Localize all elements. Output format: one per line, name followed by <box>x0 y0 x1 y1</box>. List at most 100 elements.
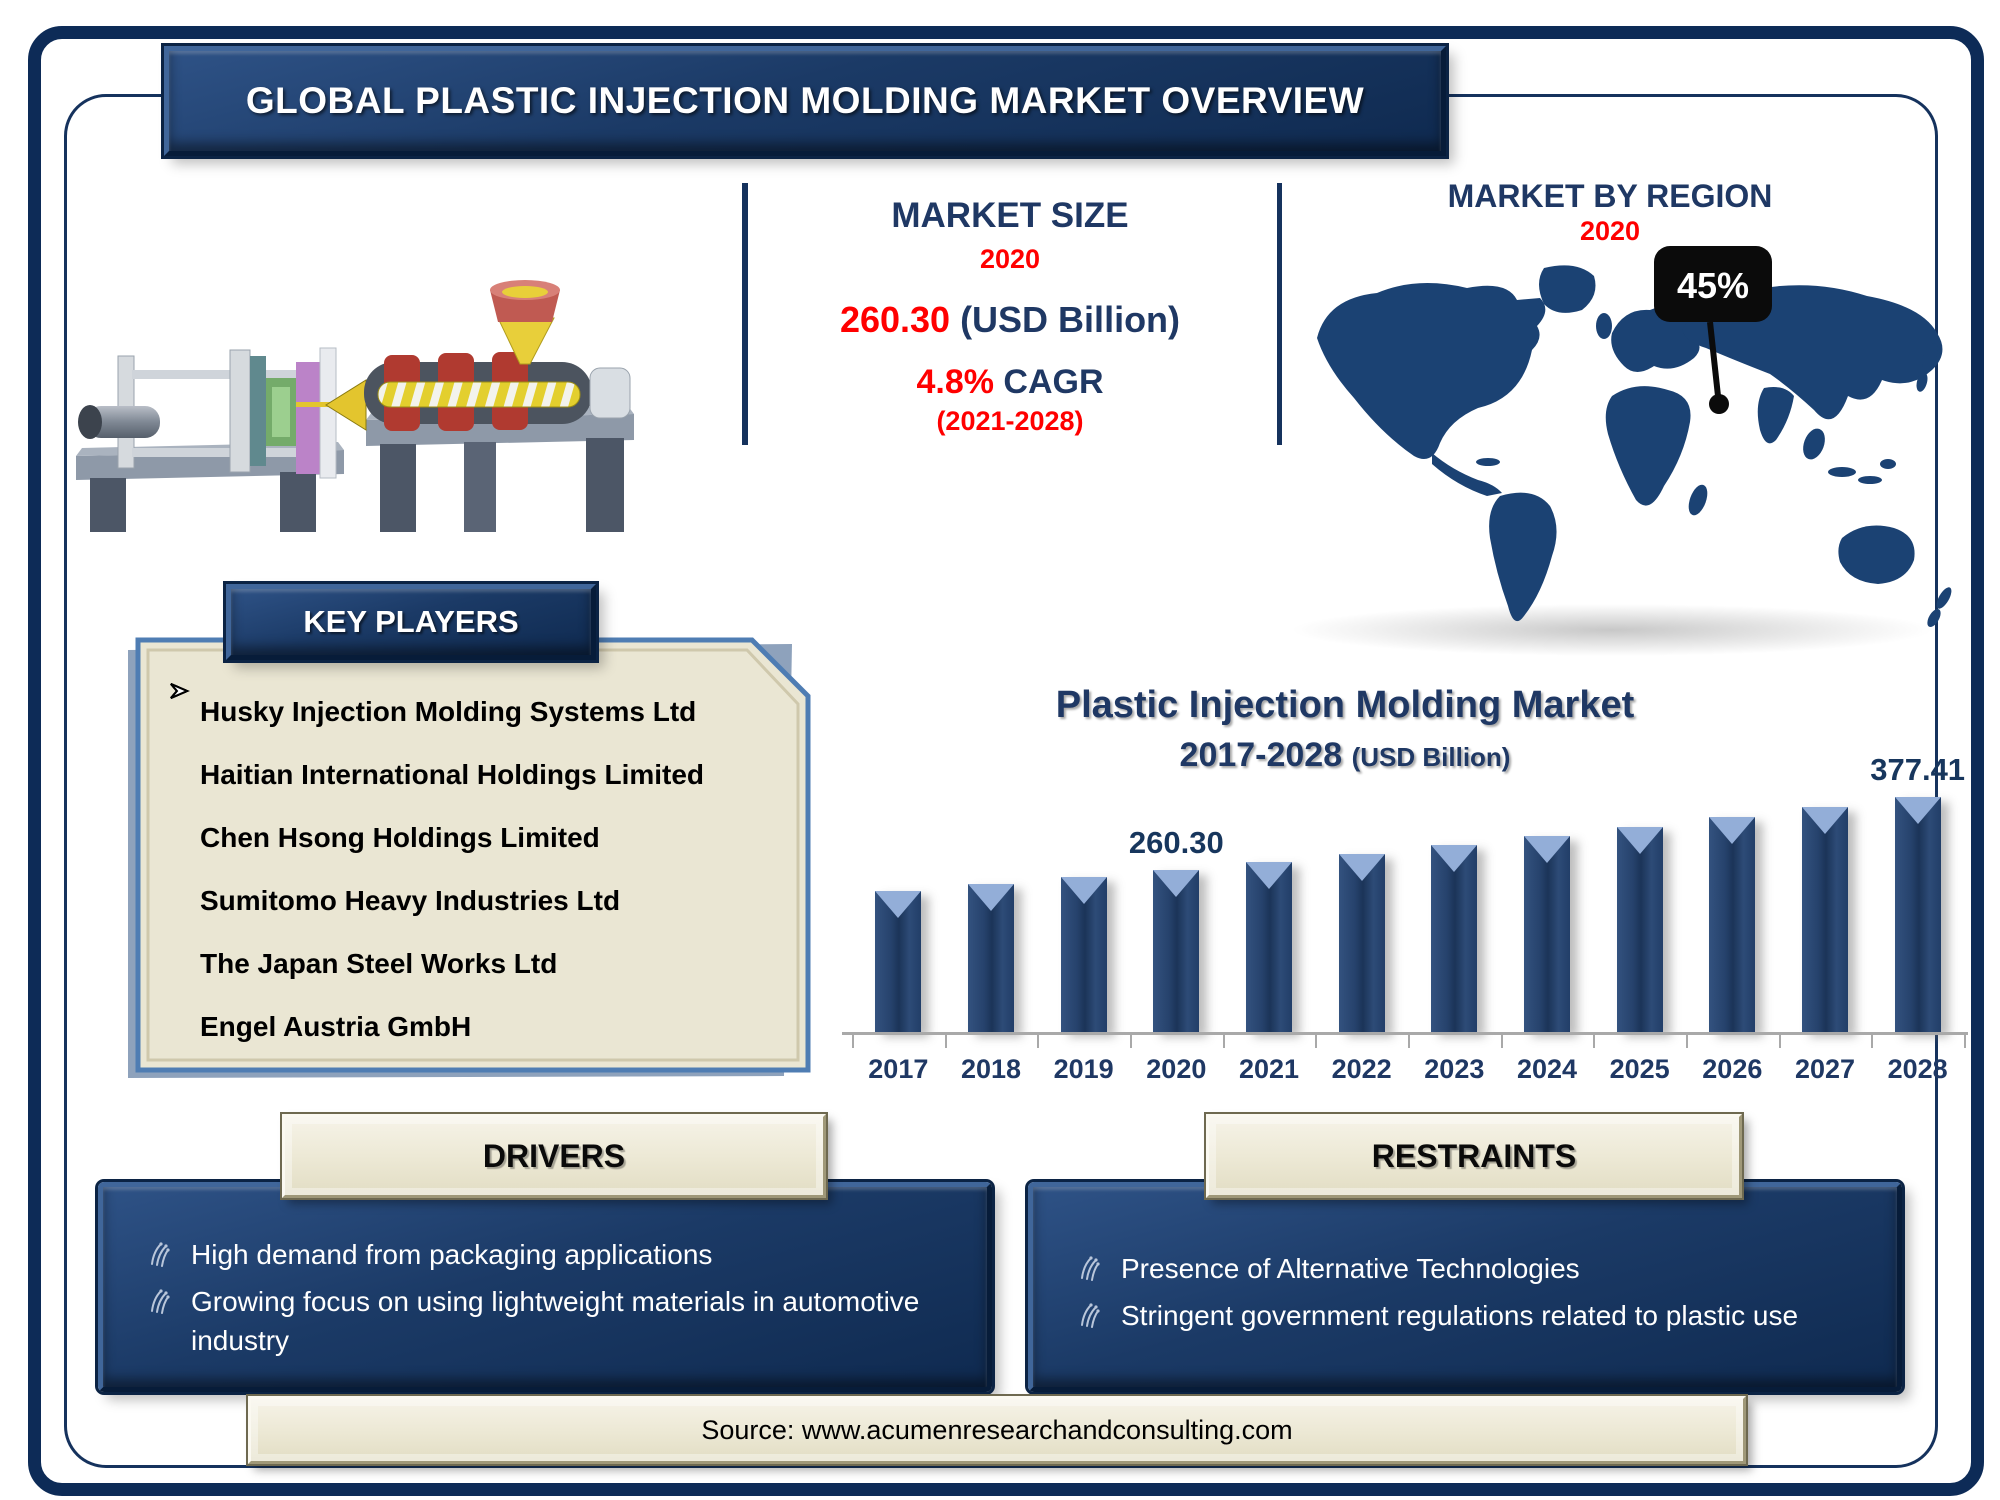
key-player-name: Haitian International Holdings Limited <box>200 758 705 790</box>
restraints-text: Stringent government regulations related… <box>1121 1300 1799 1332</box>
axis-tick <box>1130 1035 1132 1048</box>
key-player-item: Husky Injection Molding Systems Ltd <box>168 680 704 743</box>
x-axis-label: 2028 <box>1887 1054 1948 1084</box>
bar-2023 <box>1431 845 1478 1032</box>
axis-tick <box>1593 1035 1596 1048</box>
restraints-item: Stringent government regulations related… <box>1077 1296 1798 1335</box>
map-pin-dot-icon <box>1709 394 1729 414</box>
key-players-header: KEY PLAYERS <box>226 584 596 660</box>
axis-tick <box>1778 1035 1781 1048</box>
market-size-year: 2020 <box>979 244 1041 274</box>
cagr-label: CAGR <box>1003 363 1104 401</box>
axis-tick <box>1408 1035 1410 1048</box>
axis-tick <box>1686 1035 1688 1048</box>
axis-tick <box>1500 1035 1503 1048</box>
axis-tick <box>1871 1035 1874 1048</box>
key-players-heading: KEY PLAYERS <box>303 604 519 639</box>
page-title: GLOBAL PLASTIC INJECTION MOLDING MARKET … <box>245 80 1365 121</box>
bar-chart: 260.30 377.41 2017 2018 2019 2020 2021 2022 202… <box>842 752 1968 1102</box>
axis-tick <box>1315 1035 1318 1048</box>
x-axis-label: 2026 <box>1702 1054 1763 1084</box>
wheat-bullet-icon <box>147 1241 171 1267</box>
bar-value-label: 377.41 <box>1870 752 1966 787</box>
restraints-heading: RESTRAINTS <box>1371 1137 1577 1174</box>
chart-bars: 260.30 377.41 <box>852 752 1965 1032</box>
cagr-period: (2021-2028) <box>936 406 1084 436</box>
bar-2018 <box>968 884 1014 1032</box>
key-player-name: Sumitomo Heavy Industries Ltd <box>200 884 621 916</box>
key-player-item: Sumitomo Heavy Industries Ltd <box>168 683 704 932</box>
drivers-header: DRIVERS <box>282 1114 826 1198</box>
axis-tick <box>852 1035 854 1048</box>
key-player-item: Chen Hsong Holdings Limited <box>168 683 704 869</box>
title-banner: GLOBAL PLASTIC INJECTION MOLDING MARKET … <box>164 46 1446 156</box>
world-map: 45% <box>1282 238 1977 662</box>
market-size-unit: (USD Billion) <box>960 299 1181 340</box>
bar-value-label: 260.30 <box>1128 825 1224 860</box>
market-size-heading: MARKET SIZE <box>891 196 1129 235</box>
key-player-name: Chen Hsong Holdings Limited <box>200 821 600 853</box>
bar-2028 <box>1894 797 1941 1032</box>
injection-molding-machine-illustration <box>66 166 634 542</box>
x-axis-label: 2021 <box>1238 1054 1300 1084</box>
vertical-divider-left <box>742 183 748 445</box>
x-axis-label: 2018 <box>960 1054 1022 1084</box>
restraints-header: RESTRAINTS <box>1206 1114 1742 1198</box>
bar-2017 <box>875 891 922 1032</box>
chart-subtitle-years: 2017-2028 <box>1179 736 1343 774</box>
key-player-name: Engel Austria GmbH <box>200 1010 472 1042</box>
key-player-name: Husky Injection Molding Systems Ltd <box>200 695 697 727</box>
drivers-text: Growing focus on using lightweight mater… <box>191 1286 920 1357</box>
bar-2019 <box>1060 877 1107 1032</box>
x-axis-label: 2019 <box>1053 1054 1114 1084</box>
restraints-item: Presence of Alternative Technologies <box>1077 1249 1798 1288</box>
region-share-value: 45% <box>1677 265 1749 306</box>
x-axis-label: 2025 <box>1609 1054 1670 1084</box>
drivers-item: Growing focus on using lightweight mater… <box>147 1282 927 1360</box>
chart-subtitle: 2017-2028 (USD Billion) <box>770 736 1920 775</box>
region-heading: MARKET BY REGION <box>1447 178 1773 214</box>
x-axis-label: 2020 <box>1146 1054 1207 1084</box>
drivers-heading: DRIVERS <box>482 1137 626 1174</box>
source-text: Source: www.acumenresearchandconsulting.… <box>701 1414 1293 1445</box>
market-size-value-line: 260.30 (USD Billion) <box>758 299 1262 341</box>
source-bar: Source: www.acumenresearchandconsulting.… <box>248 1396 1746 1464</box>
drivers-text: High demand from packaging applications <box>191 1239 713 1270</box>
market-size-block: MARKET SIZE 2020 260.30 (USD Billion) 4.… <box>758 196 1262 437</box>
axis-tick <box>944 1035 947 1048</box>
x-axis-label: 2027 <box>1794 1054 1856 1084</box>
bar-2027 <box>1802 807 1848 1032</box>
chart-title: Plastic Injection Molding Market <box>1055 684 1635 726</box>
chart-unit-label: (USD Billion) <box>1351 742 1511 772</box>
x-axis-label: 2017 <box>868 1054 929 1084</box>
axis-tick <box>1222 1035 1225 1048</box>
x-axis-label: 2022 <box>1331 1054 1392 1084</box>
region-year: 2020 <box>1579 216 1641 246</box>
bar-2022 <box>1338 854 1385 1032</box>
axis-tick <box>1037 1035 1040 1048</box>
key-player-item: Haitian International Holdings Limited <box>168 683 705 806</box>
bar-2021 <box>1246 862 1292 1032</box>
cagr-line: 4.8% CAGR <box>758 363 1262 402</box>
chart-x-axis <box>842 1032 1968 1035</box>
wheat-bullet-icon <box>1077 1255 1101 1281</box>
continents <box>1317 265 1952 628</box>
map-shadow <box>1292 604 1932 656</box>
axis-tick <box>1964 1035 1966 1048</box>
vertical-divider-right <box>1277 183 1282 445</box>
bar-2025 <box>1616 827 1663 1032</box>
x-axis-label: 2023 <box>1424 1054 1485 1084</box>
wheat-bullet-icon <box>1077 1302 1101 1329</box>
restraints-text: Presence of Alternative Technologies <box>1121 1253 1580 1284</box>
market-size-value: 260.30 <box>839 299 951 340</box>
x-axis-label: 2024 <box>1516 1054 1578 1084</box>
key-player-item: Engel Austria GmbH <box>168 683 704 1058</box>
region-share-callout: 45% <box>1654 246 1772 414</box>
outer-frame <box>28 26 1984 1496</box>
key-player-name: The Japan Steel Works Ltd <box>200 947 558 979</box>
drivers-item: High demand from packaging applications <box>147 1235 927 1274</box>
